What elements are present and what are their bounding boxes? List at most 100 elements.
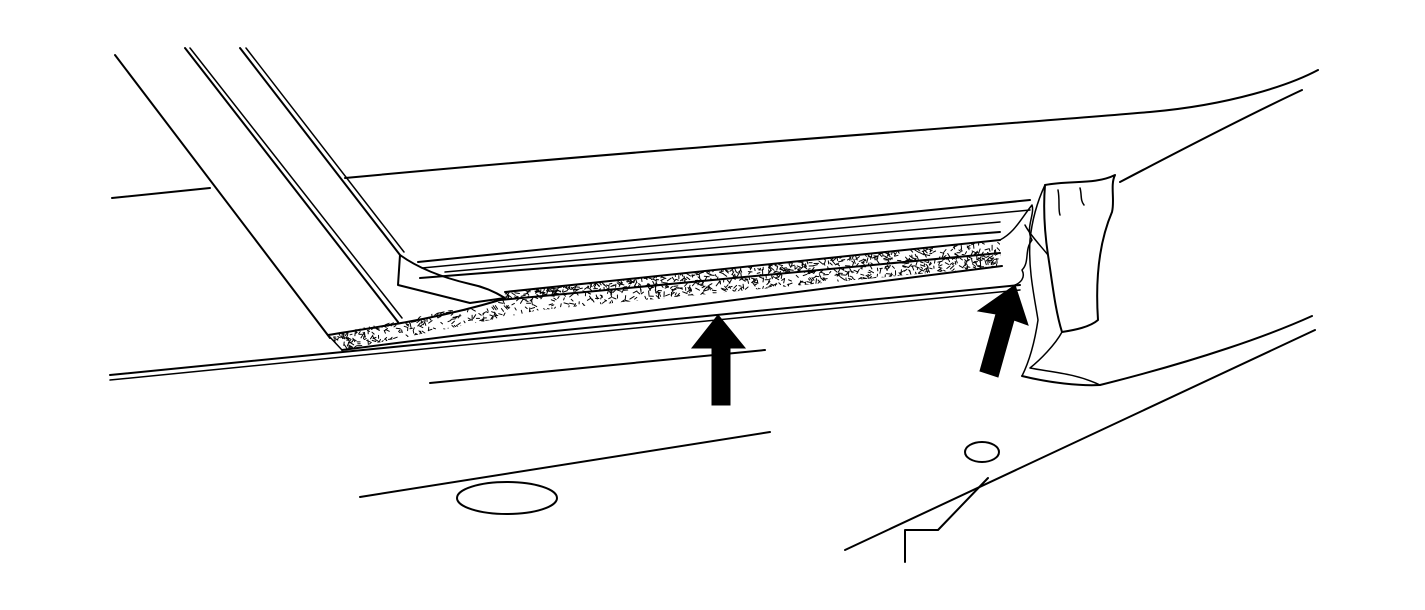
seal-texture-speck [566, 314, 570, 316]
seal-texture-speck [668, 301, 675, 305]
seal-texture-speck [547, 289, 551, 293]
seal-texture-speck [363, 335, 365, 340]
seal-texture-speck [511, 320, 516, 324]
seal-texture-speck [958, 249, 962, 253]
seal-texture-speck [938, 264, 943, 267]
seal-texture-speck [632, 290, 638, 294]
seal-texture-speck [732, 289, 736, 293]
seal-texture-speck [370, 334, 374, 340]
seal-texture-speck [735, 289, 740, 295]
seal-texture-speck [442, 329, 447, 333]
seal-texture-speck [788, 263, 792, 268]
seal-texture-speck [776, 265, 779, 271]
seal-texture-speck [405, 323, 409, 326]
seal-texture-speck [380, 340, 384, 345]
seal-texture-speck [720, 287, 727, 291]
pillar [111, 47, 405, 339]
seal-texture-speck [375, 341, 379, 346]
seal-texture-speck [829, 262, 833, 266]
seal-texture-speck [873, 256, 878, 259]
seal-texture-speck [673, 286, 678, 290]
seal-texture-speck [923, 266, 929, 271]
seal-texture-speck [467, 317, 471, 320]
seal-texture-speck [628, 282, 633, 285]
seal-texture-speck [781, 278, 785, 281]
seal-texture-speck [593, 284, 596, 289]
seal-texture-speck [731, 273, 736, 279]
seal-texture-speck [858, 276, 862, 280]
seal-texture-speck [444, 329, 449, 333]
seal-texture-speck [637, 284, 640, 290]
seal-texture-speck [790, 287, 794, 290]
seal-texture-speck [787, 269, 790, 272]
seal-texture-speck [612, 289, 616, 294]
seal-texture-speck [692, 283, 695, 287]
seal-texture-speck [500, 308, 504, 312]
seal-texture-speck [783, 267, 787, 269]
seal-texture-speck [703, 286, 708, 291]
seal-texture-speck [458, 314, 461, 319]
seal-texture-speck [744, 278, 749, 280]
seal-texture-speck [648, 301, 651, 305]
seal-texture-speck [800, 280, 804, 283]
seal-texture-speck [740, 290, 743, 294]
seal-texture-speck [616, 282, 621, 286]
seal-texture-speck [332, 346, 337, 348]
seal-texture-speck [976, 259, 980, 261]
seal-texture-speck [608, 291, 613, 295]
seal-texture-speck [427, 334, 433, 338]
seal-texture-speck [835, 263, 840, 266]
seal-texture-speck [981, 242, 985, 245]
seal-texture-speck [966, 247, 971, 249]
seal-texture-speck [979, 259, 982, 263]
seal-texture-speck [467, 325, 470, 328]
seal-texture-speck [971, 258, 973, 263]
seal-texture-speck [582, 313, 587, 315]
seal-texture-speck [868, 269, 874, 274]
seal-texture-speck [644, 283, 650, 287]
seal-texture-speck [656, 299, 661, 302]
seal-texture-speck [975, 262, 978, 266]
seal-texture-speck [934, 259, 936, 264]
seal-texture-speck [815, 278, 817, 285]
seal-texture-speck [534, 320, 537, 325]
seal-texture-speck [773, 271, 777, 274]
seal-texture-speck [504, 326, 508, 329]
seal-texture-speck [568, 312, 573, 316]
seal-texture-speck [622, 300, 627, 304]
seal-texture-speck [846, 279, 849, 283]
seal-texture-speck [492, 315, 494, 319]
seal-texture-speck [719, 270, 725, 273]
seal-texture-speck [849, 275, 854, 278]
seal-texture-speck [459, 328, 464, 332]
seal-texture-speck [974, 251, 979, 256]
seal-texture-speck [766, 281, 771, 286]
seal-texture-speck [417, 322, 421, 327]
seal-texture-speck [698, 271, 704, 275]
seal-texture-speck [768, 264, 771, 270]
seal-texture-speck [987, 259, 990, 263]
seal-texture-speck [943, 269, 948, 273]
seal-texture-speck [909, 255, 914, 260]
seal-texture-speck [676, 292, 680, 297]
seal-texture-speck [885, 266, 888, 271]
seal-texture-speck [348, 344, 353, 348]
seal-texture-speck [744, 294, 749, 297]
seal-texture-speck [608, 297, 612, 300]
seal-texture-speck [740, 272, 742, 279]
seal-texture-speck [686, 298, 690, 303]
seal-texture-speck [520, 309, 524, 316]
seal-texture-speck [561, 311, 563, 317]
seal-texture-speck [436, 311, 441, 315]
seal-texture-speck [494, 314, 497, 317]
side-body-panel [844, 315, 1316, 563]
seal-texture-speck [340, 335, 343, 339]
seal-texture-speck [612, 284, 616, 287]
seal-texture-speck [442, 332, 448, 336]
seal-texture-speck [549, 314, 555, 318]
seal-texture-speck [486, 308, 489, 312]
seal-texture-speck [650, 303, 654, 308]
seal-texture-speck [695, 300, 700, 303]
seal-texture-speck [381, 341, 384, 344]
seal-texture-speck [445, 311, 452, 314]
